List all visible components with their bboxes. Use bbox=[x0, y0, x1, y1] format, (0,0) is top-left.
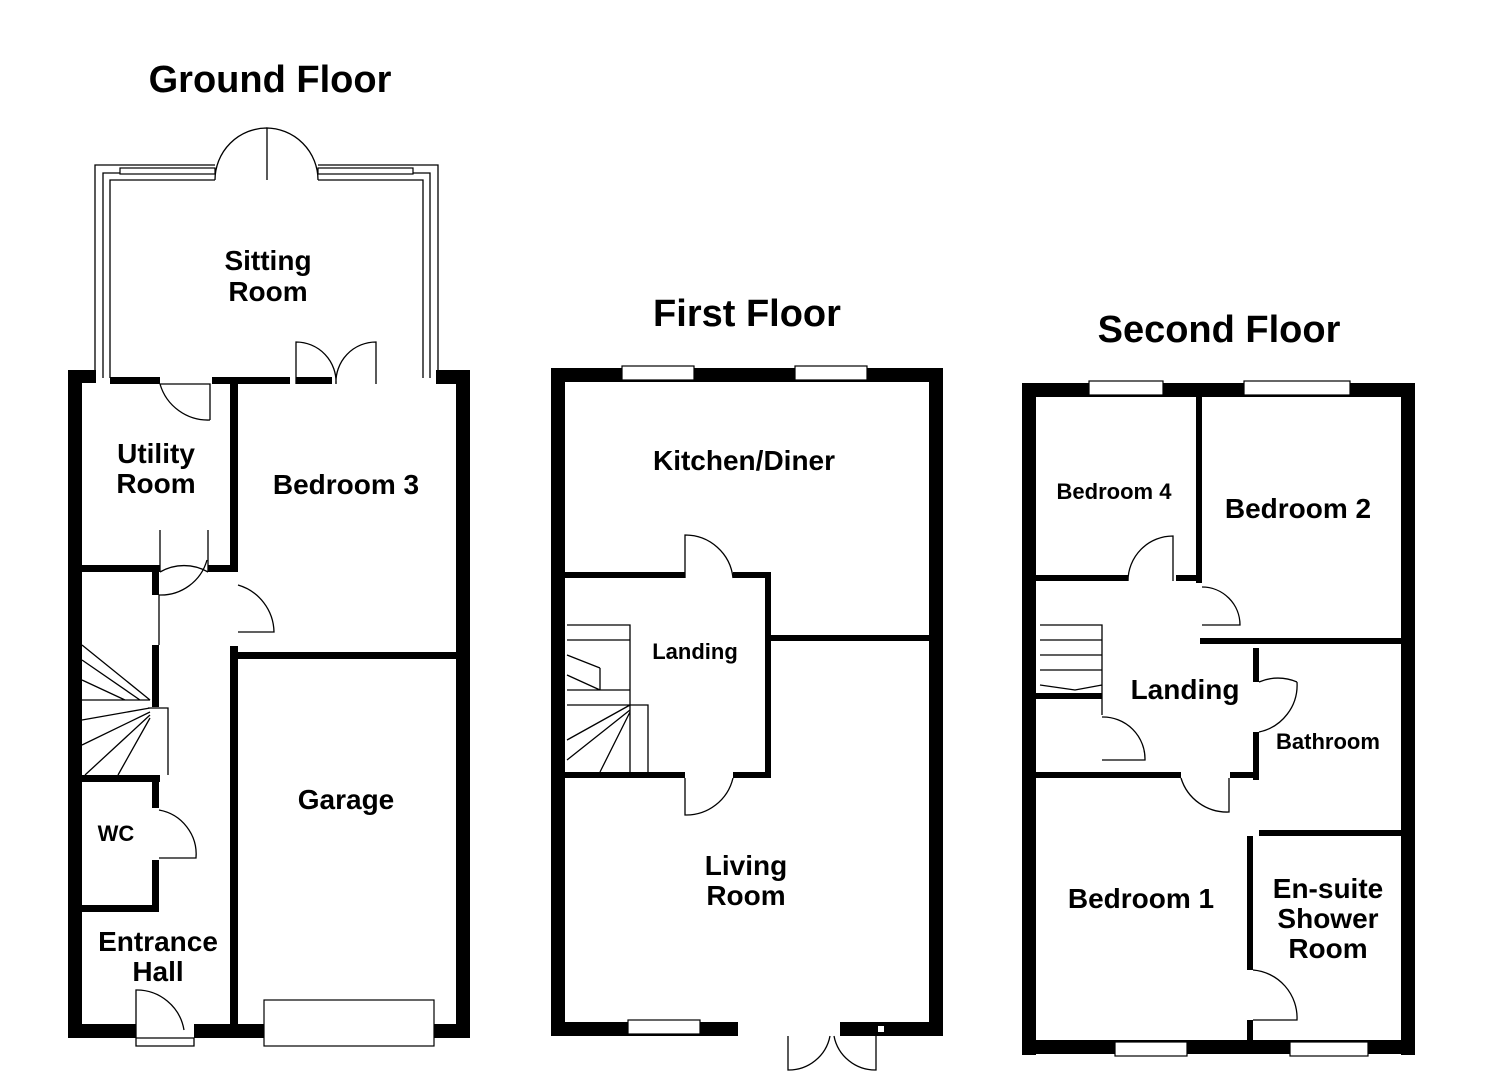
room-label-bedroom-2: Bedroom 2 bbox=[1225, 493, 1371, 524]
room-label-bathroom: Bathroom bbox=[1276, 729, 1380, 754]
room-label-kitchen-diner: Kitchen/Diner bbox=[653, 445, 835, 476]
room-label-utility-2: Room bbox=[116, 468, 195, 499]
ground-floor-title: Ground Floor bbox=[149, 59, 392, 101]
second-floor: Second Floor Bedroom 4 Bedroom 2 Landing… bbox=[1022, 309, 1415, 1057]
room-label-utility: Utility bbox=[117, 438, 195, 469]
room-label-living: Living bbox=[705, 850, 787, 881]
second-floor-title: Second Floor bbox=[1098, 309, 1341, 351]
room-label-bedroom-3: Bedroom 3 bbox=[273, 469, 419, 500]
room-label-sitting: Sitting bbox=[224, 245, 311, 276]
room-label-sitting-2: Room bbox=[228, 276, 307, 307]
room-label-bedroom-4: Bedroom 4 bbox=[1057, 479, 1173, 504]
room-label-bedroom-1: Bedroom 1 bbox=[1068, 883, 1214, 914]
room-label-ensuite-2: Shower bbox=[1277, 903, 1378, 934]
room-label-garage: Garage bbox=[298, 784, 395, 815]
first-floor-title: First Floor bbox=[653, 293, 841, 335]
room-label-entrance-2: Hall bbox=[132, 956, 183, 987]
room-label-ensuite: En-suite bbox=[1273, 873, 1383, 904]
room-label-living-2: Room bbox=[706, 880, 785, 911]
room-label-wc: WC bbox=[98, 821, 135, 846]
room-label-landing-first: Landing bbox=[652, 639, 738, 664]
sitting-room-conservatory bbox=[94, 127, 439, 378]
room-label-landing-second: Landing bbox=[1131, 674, 1240, 705]
first-floor: First Floor Kitchen/Diner Landing Living… bbox=[551, 293, 943, 1071]
room-label-entrance: Entrance bbox=[98, 926, 218, 957]
ground-floor: Ground Floor bbox=[68, 59, 470, 1047]
room-label-ensuite-3: Room bbox=[1288, 933, 1367, 964]
